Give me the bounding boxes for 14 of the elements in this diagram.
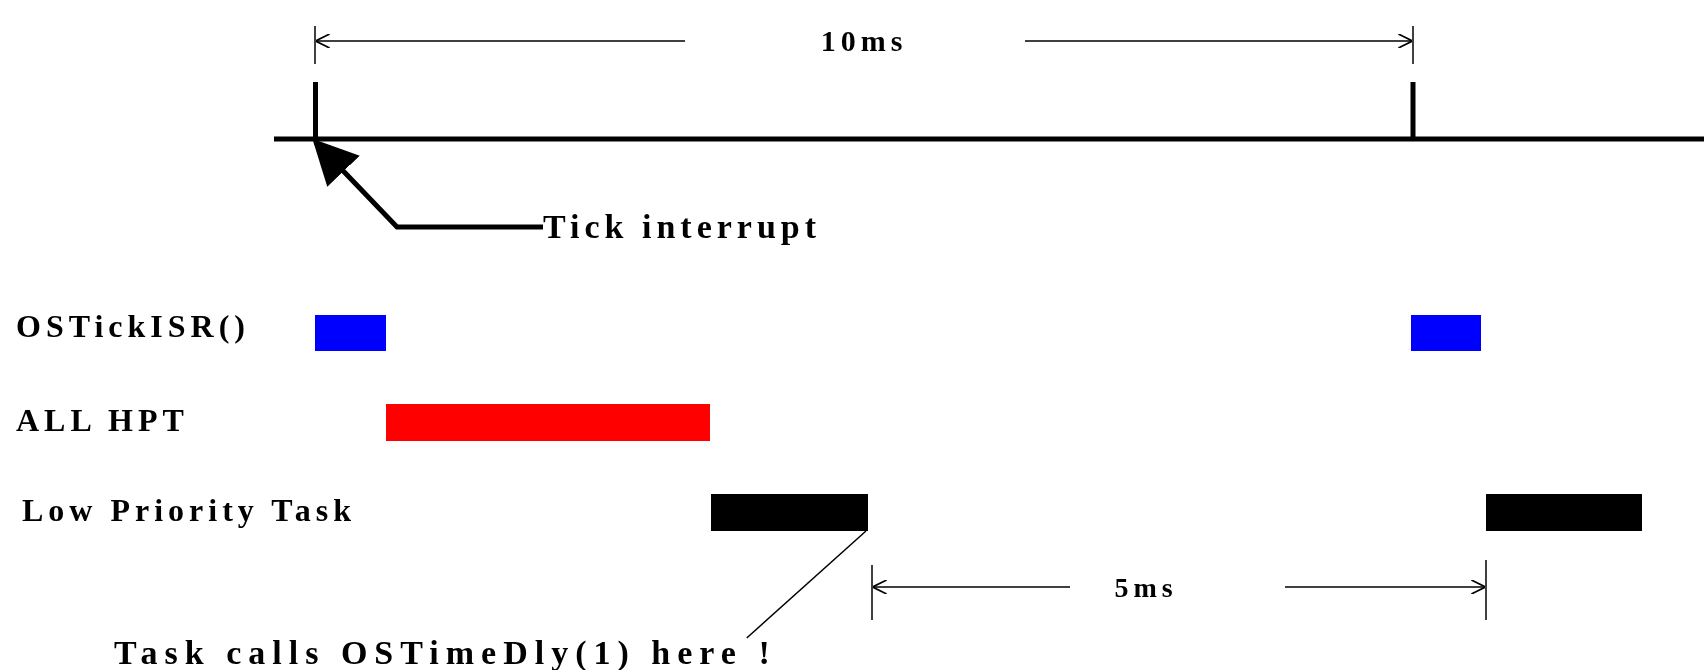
- row-label: ALL HPT: [16, 404, 189, 436]
- row-label: OSTickISR(): [16, 310, 250, 342]
- execution-bar: [386, 404, 710, 441]
- dimension-label: 5ms: [1114, 574, 1178, 602]
- tick-mark: [313, 82, 318, 139]
- execution-bar: [711, 494, 868, 531]
- callout-text: Tick interrupt: [543, 210, 822, 244]
- execution-bar: [1411, 315, 1481, 351]
- execution-bar: [315, 315, 386, 351]
- leader-line: [746, 530, 867, 639]
- execution-bar: [1486, 494, 1642, 531]
- leader-line: [312, 138, 543, 230]
- dimension-label: 10ms: [820, 26, 908, 56]
- row-label: Low Priority Task: [22, 494, 356, 526]
